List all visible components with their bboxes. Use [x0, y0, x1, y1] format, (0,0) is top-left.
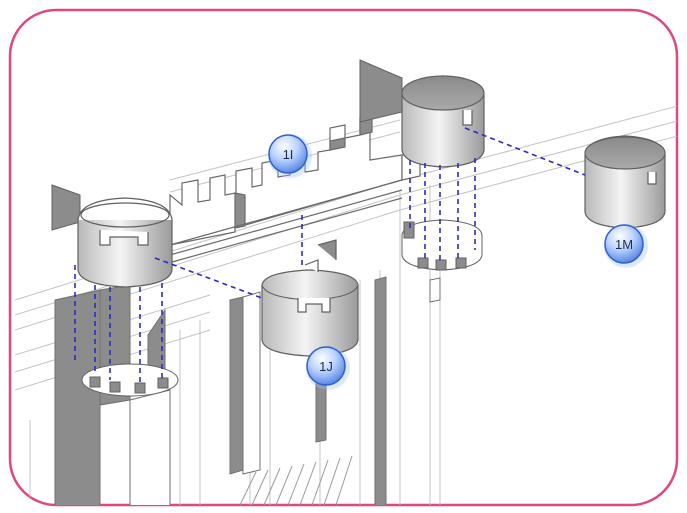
portcullis-lines — [239, 455, 353, 505]
assembly-guide-lines — [74, 127, 586, 382]
separate-tower-top — [584, 135, 666, 229]
callout-label-1J: 1J — [319, 359, 333, 374]
right-tower-top — [401, 75, 485, 168]
left-tower-base — [81, 363, 179, 397]
callout-badge-1J: 1J — [306, 346, 350, 390]
callout-label-1M: 1M — [615, 237, 633, 252]
callout-badge-1M: 1M — [604, 224, 648, 268]
middle-tower-top — [261, 239, 359, 357]
left-tower-top — [77, 197, 173, 288]
background-wall-outlines — [14, 99, 677, 505]
right-tower-base — [401, 219, 483, 271]
callout-badge-1I: 1I — [268, 134, 312, 178]
callout-label-1I: 1I — [283, 147, 294, 162]
dark-wall-slabs — [54, 276, 387, 505]
wall-facade — [129, 277, 441, 505]
castle-drawing: 1I 1J 1M — [14, 59, 677, 505]
